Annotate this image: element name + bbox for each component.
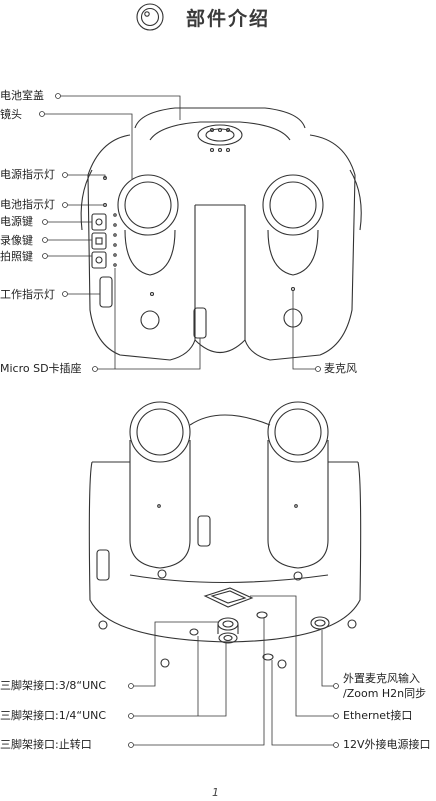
label-battery-cover: 电池室盖 [0,89,44,102]
label-12v-power: 12V外接电源接口 [343,738,431,751]
camera-front-view [81,108,361,360]
label-record-button: 录像键 [0,234,33,247]
label-microsd-slot: Micro SD卡插座 [0,362,82,375]
label-photo-button: 拍照键 [0,250,33,263]
page-title: 部件介绍 [186,4,270,31]
label-zoom-sync: /Zoom H2n同步 [343,687,426,700]
label-power-button: 电源键 [0,215,33,228]
label-work-indicator: 工作指示灯 [0,288,55,301]
page-number: 1 [212,786,219,799]
label-tripod-1-4: 三脚架接口:1/4“UNC [0,709,106,722]
camera-bottom-view [89,402,360,668]
label-ethernet: Ethernet接口 [343,709,412,722]
label-microphone: 麦克风 [324,362,357,375]
label-power-indicator: 电源指示灯 [0,168,55,181]
label-battery-indicator: 电池指示灯 [0,198,55,211]
label-external-mic: 外置麦克风输入 [343,672,420,685]
label-tripod-anti-rotation: 三脚架接口:止转口 [0,738,92,751]
label-tripod-3-8: 三脚架接口:3/8“UNC [0,679,106,692]
label-lens: 镜头 [0,108,22,121]
camera-lens-icon [137,4,163,30]
